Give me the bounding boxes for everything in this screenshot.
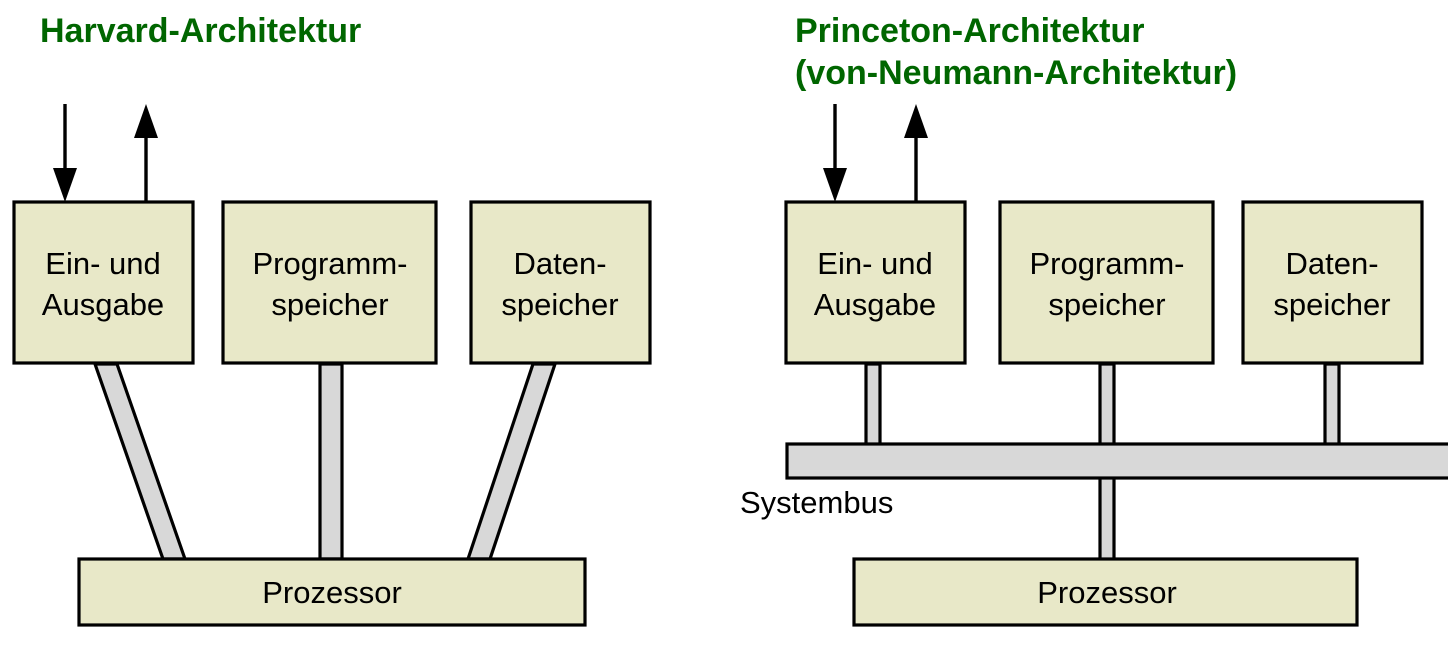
right-box-io: Ein- und Ausgabe bbox=[784, 200, 967, 365]
left-box-data-memory-line1: Daten- bbox=[513, 246, 606, 281]
right-box-io-line1: Ein- und bbox=[817, 246, 932, 281]
left-box-program-memory-line2: speicher bbox=[271, 287, 388, 322]
left-panel-title: Harvard-Architektur bbox=[40, 12, 361, 50]
left-box-io-line1: Ein- und bbox=[45, 246, 160, 281]
left-input-arrow-icon bbox=[53, 104, 77, 202]
right-connector-program bbox=[1098, 362, 1116, 448]
right-box-processor: Prozessor bbox=[852, 557, 1359, 627]
system-bus-label: Systembus bbox=[740, 485, 893, 520]
left-connector-io bbox=[92, 362, 188, 561]
left-box-io-line2: Ausgabe bbox=[42, 287, 164, 322]
left-output-arrow-icon bbox=[134, 104, 158, 202]
right-box-program-memory: Programm- speicher bbox=[998, 200, 1215, 365]
right-input-arrow-icon bbox=[823, 104, 847, 202]
right-processor-label: Prozessor bbox=[1037, 575, 1177, 610]
right-box-program-memory-line1: Programm- bbox=[1029, 246, 1184, 281]
right-panel-princeton: Princeton-Architektur (von-Neumann-Archi… bbox=[740, 12, 1448, 627]
right-box-data-memory: Daten- speicher bbox=[1241, 200, 1424, 365]
left-box-program-memory-line1: Programm- bbox=[252, 246, 407, 281]
left-box-processor: Prozessor bbox=[77, 557, 587, 627]
left-connector-data bbox=[465, 362, 558, 561]
right-connector-data bbox=[1323, 362, 1341, 448]
left-panel-harvard: Harvard-Architektur Ein- und Ausgab bbox=[12, 12, 652, 627]
right-output-arrow-icon bbox=[904, 104, 928, 202]
system-bus bbox=[785, 442, 1448, 480]
right-box-data-memory-line2: speicher bbox=[1273, 287, 1390, 322]
left-box-program-memory: Programm- speicher bbox=[221, 200, 438, 365]
left-connector-program bbox=[318, 362, 344, 561]
right-connector-processor bbox=[1098, 474, 1116, 563]
right-panel-title-line1: Princeton-Architektur bbox=[795, 12, 1145, 50]
right-box-io-line2: Ausgabe bbox=[814, 287, 936, 322]
left-box-data-memory-line2: speicher bbox=[501, 287, 618, 322]
left-processor-label: Prozessor bbox=[262, 575, 402, 610]
right-panel-title-line2: (von-Neumann-Architektur) bbox=[795, 54, 1237, 92]
right-box-program-memory-line2: speicher bbox=[1048, 287, 1165, 322]
left-box-io: Ein- und Ausgabe bbox=[12, 200, 195, 365]
right-connector-io bbox=[864, 362, 882, 448]
right-box-data-memory-line1: Daten- bbox=[1285, 246, 1378, 281]
left-box-data-memory: Daten- speicher bbox=[469, 200, 652, 365]
